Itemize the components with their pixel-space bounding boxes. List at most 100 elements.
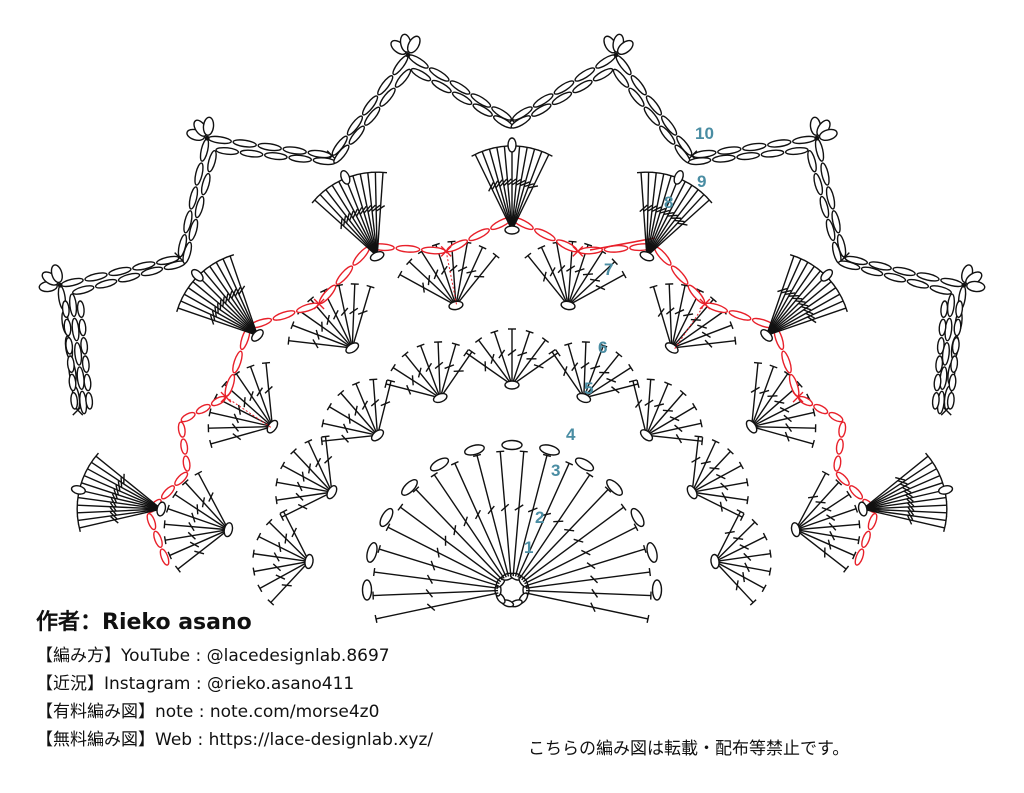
red-dashed-arrow [673,303,706,350]
stitch-cross-bar [109,502,117,512]
outer-chain-stitch [199,138,210,162]
stitch-top-bar [172,490,178,499]
stitch-top-bar [397,503,404,511]
stitch-top-bar [667,173,676,178]
red-chain-stitch [670,265,689,285]
stitch-cross-bar [500,503,510,512]
double-crochet-stitch [754,396,809,426]
stitch-cross-bar [665,307,675,315]
stitch-top-bar [328,182,336,189]
double-crochet-stitch [514,352,559,384]
double-crochet-stitch [187,287,255,334]
outer-chain-stitch [377,75,394,96]
stitch-cross-bar [380,401,391,407]
double-crochet-stitch [648,392,684,433]
outer-chain-stitch [510,115,532,129]
slip-stitch-dot [204,135,210,141]
stitch-cross-bar [517,351,528,357]
double-crochet-stitch [440,344,457,395]
red-chain-stitch [335,265,354,285]
outer-chain-stitch [931,391,940,410]
double-crochet-stitch [177,307,254,335]
stitch-cross-bar [735,580,739,591]
double-crochet-stitch [77,508,158,522]
stitch-cross-bar [449,264,458,273]
double-crochet-stitch [203,270,256,333]
stitch-top-bar [827,278,835,286]
web-link[interactable]: 【無料編み図】Web : https://lace-designlab.xyz/ [36,730,434,750]
stitch-top-bar [378,171,388,174]
stitch-cross-bar [209,314,215,325]
stitch-top-bar [485,147,494,151]
outer-chain-stitch [760,149,785,158]
stitch-top-bar [768,567,772,576]
double-crochet-stitch [866,504,947,510]
double-crochet-stitch [299,310,350,347]
double-crochet-stitch [567,344,584,395]
stitch-top-bar [290,321,295,330]
outer-chain-stitch [84,272,108,282]
stitch-top-bar [852,551,857,560]
stitch-cross-bar [524,183,535,188]
stitch-cross-bar [427,275,431,286]
double-crochet-stitch [583,341,587,395]
double-crochet-stitch [282,464,329,491]
double-crochet-stitch [797,481,840,528]
stitch-cross-bar [586,562,596,570]
red-chain-stitch [232,350,243,374]
stitch-cross-bar [208,492,214,502]
stitch-top-bar [858,520,861,529]
stitch-cross-bar [519,181,530,187]
stitch-top-bar [844,304,848,313]
stitch-cross-bar [426,574,434,584]
double-crochet-stitch [755,411,815,427]
stitch-top-bar [857,536,861,545]
double-crochet-stitch [83,475,158,509]
instagram-link[interactable]: 【近況】Instagram : @rieko.asano411 [36,674,355,694]
double-crochet-stitch [691,436,700,489]
double-crochet-stitch [324,436,333,489]
outer-chain-stitch [72,285,95,295]
outer-chain-stitch [784,146,809,156]
stitch-top-bar [649,284,658,289]
stitch-cross-bar [340,307,349,317]
double-crochet-stitch [769,281,832,334]
double-crochet-stitch [525,571,650,589]
outer-chain-stitch [194,195,205,219]
note-link[interactable]: 【有料編み図】note : note.com/morse4z0 [36,702,380,722]
double-crochet-stitch [799,530,855,557]
double-crochet-stitch [584,345,605,395]
outer-chain-stitch [860,266,884,277]
stitch-top-bar [933,464,940,473]
double-crochet-stitch [352,286,372,345]
double-crochet-stitch [569,251,604,303]
double-crochet-stitch [717,563,754,603]
stitch-cross-bar [341,434,350,443]
double-crochet-stitch [174,493,226,529]
stitch-cross-bar [231,288,237,299]
stitch-top-bar [431,242,440,247]
double-crochet-stitch [866,508,947,522]
stitch-cross-bar [759,389,770,394]
fan-chain [574,457,595,472]
double-crochet-stitch [696,492,748,501]
youtube-link[interactable]: 【編み方】YouTube : @lacedesignlab.8697 [36,646,390,666]
single-crochet [313,298,325,310]
base-chain [370,429,385,442]
red-chain-stitch [182,455,191,472]
fan-chain [366,542,378,563]
double-crochet-stitch [570,261,616,304]
stitch-top-bar [811,439,815,449]
double-crochet-stitch [87,468,159,508]
slip-stitch-dot [405,52,411,58]
stitch-top-bar [584,242,593,247]
double-crochet-stitch [481,151,512,227]
outer-chain-stitch [572,79,593,94]
double-crochet-stitch [488,148,512,227]
row-number-9: 9 [697,172,707,191]
stitch-cross-bar [498,349,506,359]
double-crochet-stitch [91,461,159,508]
fan-chain [401,479,418,496]
double-crochet-stitch [419,345,440,395]
outer-chain-stitch [717,146,742,155]
